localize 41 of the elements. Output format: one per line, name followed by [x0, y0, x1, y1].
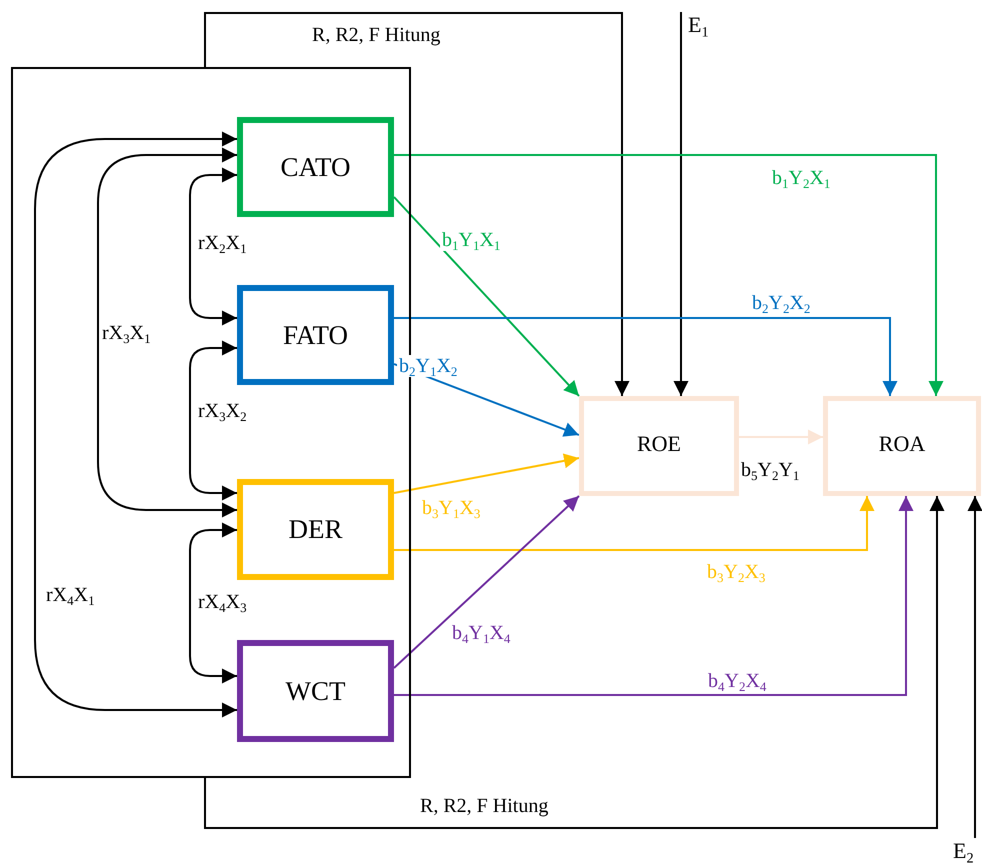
arrow: [968, 496, 982, 838]
edge-label: b$_{1}$Y$_{1}$X$_{1}$: [440, 229, 502, 251]
variable-box: [237, 479, 394, 580]
variable-box: [237, 640, 394, 742]
edge-label: b$_{3}$Y$_{1}$X$_{3}$: [420, 497, 482, 519]
arrow: [34, 132, 237, 718]
variable-box: [237, 285, 394, 385]
node-label: WCT: [286, 676, 346, 706]
node-label: CATO: [280, 152, 351, 182]
arrow: [394, 496, 914, 696]
frame-box: [11, 67, 411, 778]
edge-label: b$_{2}$Y$_{2}$X$_{2}$: [750, 292, 812, 314]
edge-label: b$_{5}$Y$_{2}$Y$_{1}$: [739, 459, 802, 481]
arrow: [739, 430, 823, 444]
arrow: [393, 196, 580, 397]
arrow: [204, 496, 944, 829]
arrow: [394, 154, 944, 396]
arrow: [204, 12, 630, 396]
node-label: ROE: [637, 431, 681, 457]
arrow: [394, 317, 898, 396]
variable-box: [823, 396, 981, 496]
arrow: [97, 148, 237, 518]
edge-label: b$_{2}$Y$_{1}$X$_{2}$: [397, 355, 460, 377]
arrow: [189, 340, 237, 500]
arrow: [189, 168, 237, 326]
arrow: [394, 496, 874, 551]
edge-label: b$_{1}$Y$_{2}$X$_{1}$: [770, 167, 832, 189]
node-label: DER: [288, 514, 342, 545]
variable-box: [237, 117, 394, 217]
arrow: [393, 495, 580, 669]
arrow: [189, 522, 237, 684]
node-label: E$_{1}$: [688, 12, 709, 38]
variable-box: [579, 396, 739, 496]
edge-label: b$_{3}$Y$_{2}$X$_{3}$: [705, 561, 768, 583]
edge-label: b$_{4}$Y$_{1}$X$_{4}$: [450, 622, 512, 644]
node-label: E$_{2}$: [953, 838, 974, 863]
arrow: [394, 453, 580, 494]
node-label: FATO: [282, 320, 348, 350]
edge-label: b$_{4}$Y$_{2}$X$_{4}$: [706, 670, 768, 692]
node-label: ROA: [878, 431, 926, 457]
arrow: [674, 12, 688, 396]
